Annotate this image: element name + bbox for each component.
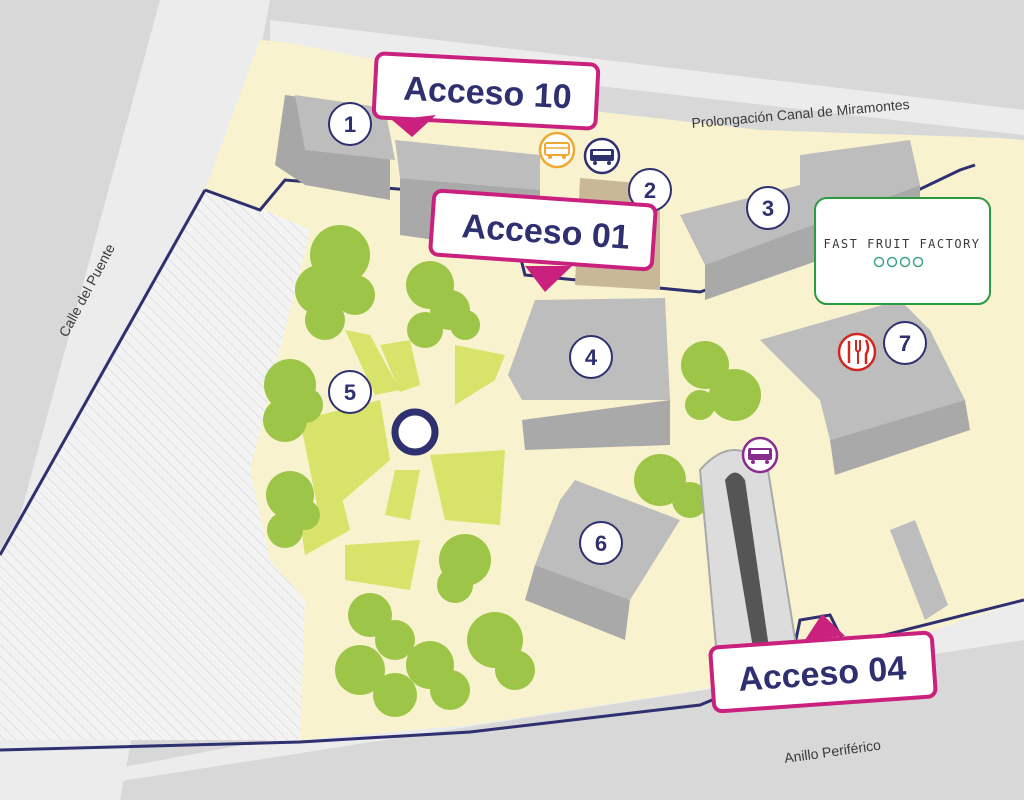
campus-border-west (0, 189, 207, 556)
access-10-label: Acceso 10 (403, 70, 573, 117)
building-marker-4[interactable]: 4 (569, 335, 613, 379)
svg-text:5: 5 (344, 380, 356, 405)
driveway-lane (725, 472, 770, 660)
access-01-callout[interactable]: Acceso 01 (428, 188, 658, 292)
svg-text:4: 4 (585, 345, 598, 370)
building-marker-7[interactable]: 7 (883, 321, 927, 365)
fruit-icons (873, 256, 924, 268)
building-marker-2[interactable]: 2 (628, 168, 672, 212)
brand-name: FAST FRUIT FACTORY (823, 237, 980, 251)
bus-navy-icon[interactable] (583, 137, 621, 175)
bus-purple-icon[interactable] (741, 436, 779, 474)
access-04-callout[interactable]: Acceso 04 (708, 614, 938, 714)
plaza-center (391, 408, 439, 456)
garden-plaza (300, 330, 505, 590)
svg-text:1: 1 (344, 112, 356, 137)
building-marker-3[interactable]: 3 (746, 186, 790, 230)
svg-text:3: 3 (762, 196, 774, 221)
hatched-lot-pattern (0, 190, 310, 740)
svg-text:2: 2 (644, 178, 656, 203)
svg-text:7: 7 (899, 331, 911, 356)
svg-text:6: 6 (595, 531, 607, 556)
building-marker-5[interactable]: 5 (328, 370, 372, 414)
restaurant-icon[interactable] (837, 332, 877, 372)
bus-orange-icon[interactable] (538, 131, 576, 169)
fast-fruit-factory-sign[interactable]: FAST FRUIT FACTORY (814, 197, 991, 305)
trees (263, 225, 761, 717)
building-marker-1[interactable]: 1 (328, 102, 372, 146)
access-10-callout[interactable]: Acceso 10 (371, 51, 601, 137)
sidewalk-north (270, 20, 1024, 135)
building-marker-6[interactable]: 6 (579, 521, 623, 565)
